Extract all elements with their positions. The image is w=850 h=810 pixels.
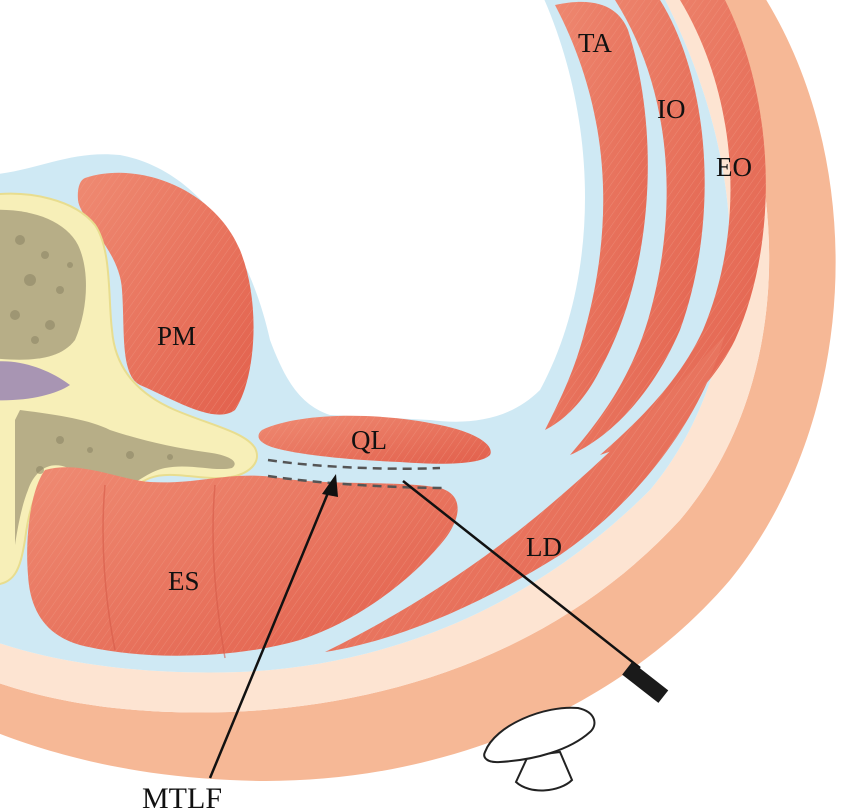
es-segment-lines	[102, 484, 226, 659]
label-ld: LD	[526, 532, 562, 562]
label-es: ES	[168, 566, 200, 596]
needle-icon	[402, 480, 669, 703]
label-pm: PM	[157, 321, 196, 351]
ultrasound-probe-icon	[483, 706, 596, 792]
label-ta: TA	[578, 28, 612, 58]
lamina-marrow	[15, 410, 235, 545]
label-eo: EO	[716, 152, 752, 182]
label-ql: QL	[351, 425, 387, 455]
label-mtlf: MTLF	[142, 782, 222, 810]
label-io: IO	[657, 94, 686, 124]
mtlf-dashed-lines	[267, 458, 446, 490]
spinal-cord	[0, 361, 70, 401]
marrow-texture	[10, 235, 173, 474]
mtlf-arrow	[208, 474, 338, 779]
vertebra-body-marrow	[0, 209, 86, 360]
skin-layer	[0, 0, 836, 781]
